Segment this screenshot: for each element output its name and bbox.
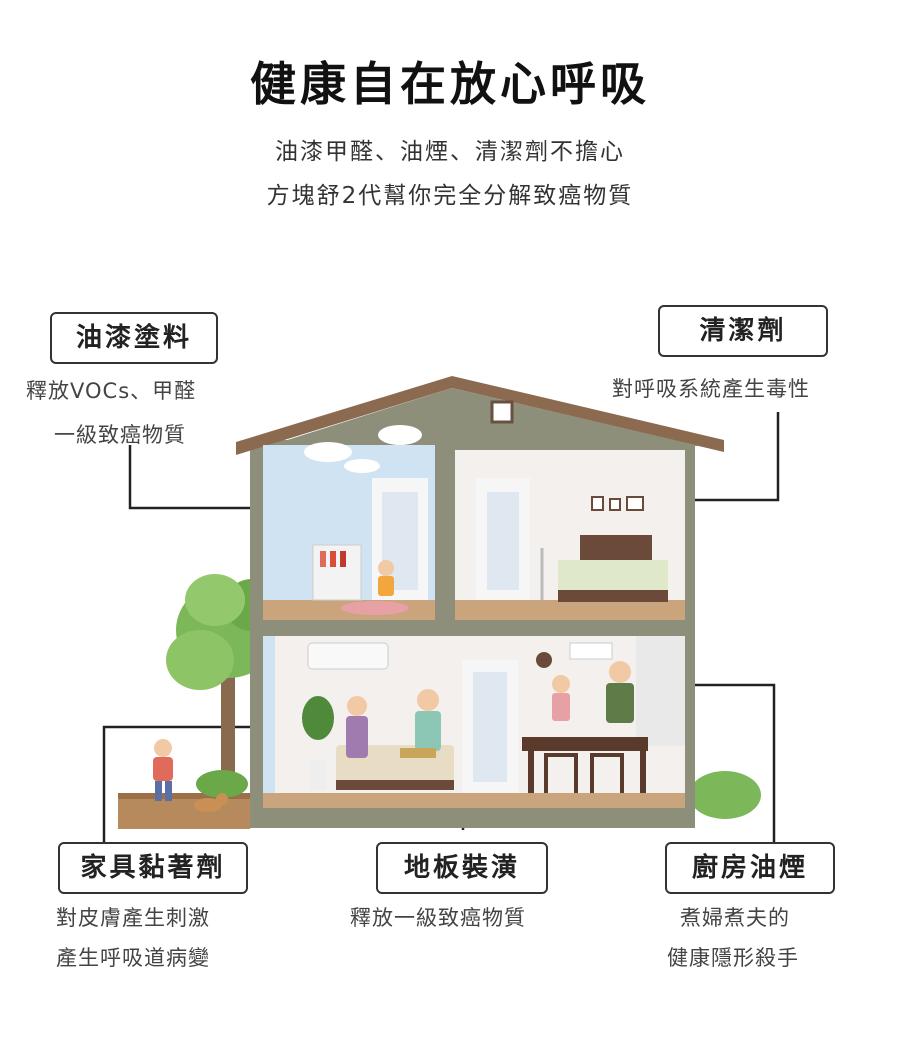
dog-icon: [194, 793, 228, 812]
desc-furniture-line-1: 對皮膚產生刺激: [56, 906, 210, 930]
child-gardening-icon: [153, 739, 173, 801]
leader-line-paint: [128, 445, 272, 510]
attic-window: [490, 400, 514, 424]
desc-paint-line-2: 一級致癌物質: [54, 423, 186, 447]
desc-furniture-line-2: 產生呼吸道病變: [56, 946, 210, 970]
label-cleaner: 清潔劑: [658, 305, 828, 357]
subtitle-line-2: 方塊舒2代幫你完全分解致癌物質: [266, 183, 634, 209]
desc-floor: 釋放一級致癌物質: [350, 906, 526, 930]
label-furniture: 家具黏著劑: [58, 842, 248, 894]
leader-line-furniture: [102, 725, 315, 842]
dining-table: [522, 737, 648, 751]
page-title: 健康自在放心呼吸: [250, 57, 650, 111]
bush-icon: [196, 770, 248, 798]
label-paint: 油漆塗料: [50, 312, 218, 364]
bush-icon: [689, 771, 761, 819]
desc-kitchen-line-2: 健康隱形殺手: [667, 946, 799, 970]
air-conditioner-icon: [307, 642, 389, 670]
potted-plant-icon: [310, 760, 326, 790]
label-kitchen: 廚房油煙: [665, 842, 835, 894]
subtitle-line-1: 油漆甲醛、油煙、清潔劑不擔心: [275, 139, 625, 165]
desc-kitchen-line-1: 煮婦煮夫的: [680, 906, 790, 930]
wall-clock-icon: [536, 652, 552, 668]
roof: [236, 376, 724, 455]
leader-line-cleaner: [682, 412, 780, 502]
label-floor: 地板裝潢: [376, 842, 548, 894]
leader-line-kitchen: [676, 683, 776, 842]
desc-cleaner: 對呼吸系統產生毒性: [612, 377, 810, 401]
desc-paint-line-1: 釋放VOCs、甲醛: [26, 379, 197, 403]
